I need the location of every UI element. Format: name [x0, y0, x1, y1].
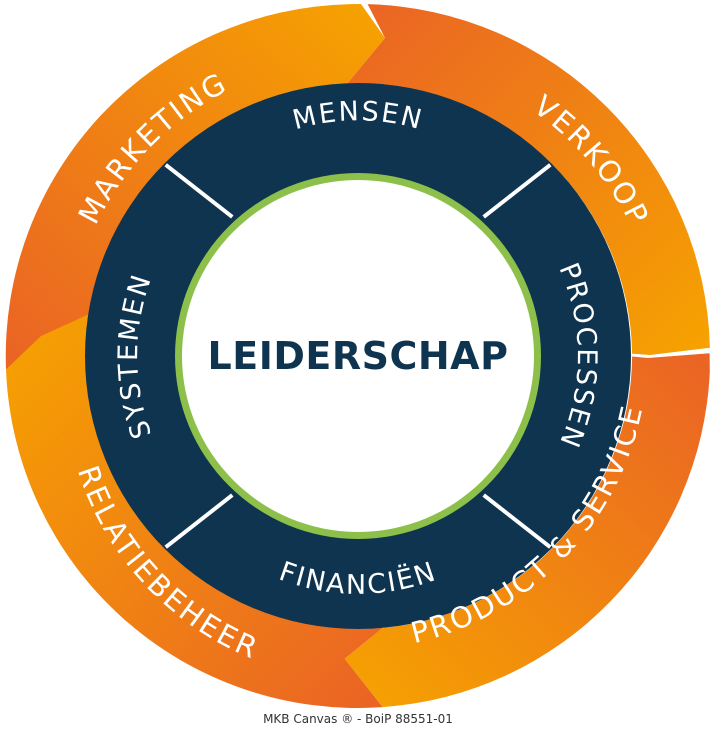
copyright-footer: MKB Canvas ® - BoiP 88551-01	[263, 712, 453, 726]
ring-dividers	[164, 163, 552, 549]
product-service-arrow	[344, 353, 710, 708]
center-label: LEIDERSCHAP	[208, 334, 509, 378]
marketing-arrow	[5, 4, 385, 370]
center-circle	[182, 180, 534, 532]
verkoop-arrow	[347, 4, 710, 355]
relatiebeheer-arrow	[6, 312, 383, 708]
